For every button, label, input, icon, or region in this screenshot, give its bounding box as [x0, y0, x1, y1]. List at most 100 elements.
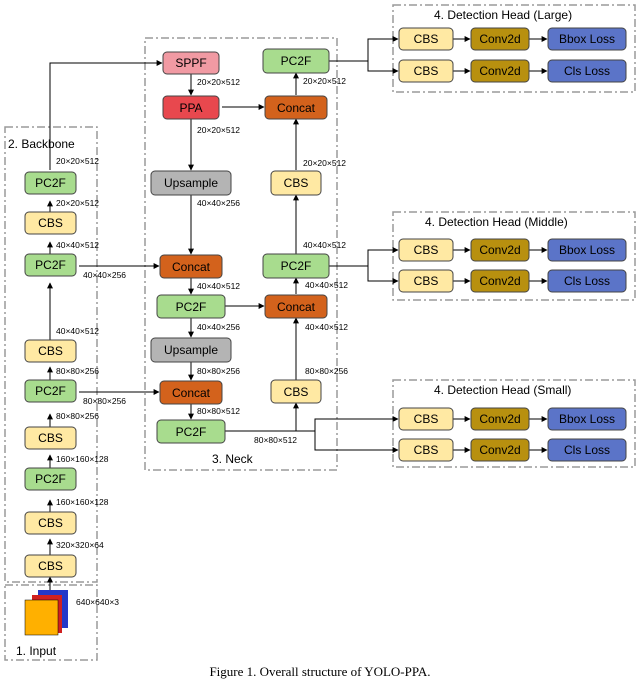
- backbone-cbs-4: CBS: [24, 339, 77, 363]
- head-large-conv-1: Conv2d: [470, 27, 530, 51]
- dim-up1-out: 40×40×256: [197, 198, 240, 208]
- dim-80b: 80×80×256: [56, 366, 99, 376]
- head-small-cls-loss: Cls Loss: [547, 438, 627, 462]
- head-large-cbs-1: CBS: [398, 27, 454, 51]
- svg-text:Conv2d: Conv2d: [479, 274, 520, 288]
- svg-text:CBS: CBS: [38, 216, 63, 230]
- dim-input: 640×640×3: [76, 597, 119, 607]
- head-small-cbs-1: CBS: [398, 407, 454, 431]
- svg-text:Conv2d: Conv2d: [479, 412, 520, 426]
- dim-sppf-out: 20×20×512: [197, 77, 240, 87]
- head-small-bbox-loss: Bbox Loss: [547, 407, 627, 431]
- svg-text:Conv2d: Conv2d: [479, 32, 520, 46]
- head-middle-conv-2: Conv2d: [470, 269, 530, 293]
- svg-text:Bbox Loss: Bbox Loss: [559, 412, 615, 426]
- backbone-pc2f-1: PC2F: [24, 467, 77, 491]
- dim-80-concat: 80×80×256: [83, 396, 126, 406]
- svg-text:PPA: PPA: [179, 101, 202, 115]
- svg-text:Cls Loss: Cls Loss: [564, 274, 610, 288]
- head-large-title: 4. Detection Head (Large): [434, 8, 572, 22]
- neck-pc2f-1: PC2F: [156, 294, 226, 319]
- head-middle-bbox-loss: Bbox Loss: [547, 238, 627, 262]
- dim-20a: 20×20×512: [56, 198, 99, 208]
- connectors: [47, 36, 548, 590]
- neck-pc2f-2: PC2F: [156, 419, 226, 444]
- head-large-bbox-loss: Bbox Loss: [547, 27, 627, 51]
- neck-concat-2: Concat: [159, 380, 223, 405]
- head-large-frame: [392, 4, 636, 93]
- svg-text:PC2F: PC2F: [281, 259, 312, 273]
- dim-cbs-a-out: 20×20×512: [303, 158, 346, 168]
- svg-text:CBS: CBS: [284, 176, 309, 190]
- svg-text:Upsample: Upsample: [164, 343, 218, 357]
- neck-pc2f-top: PC2F: [262, 48, 330, 74]
- svg-text:PC2F: PC2F: [35, 258, 66, 272]
- dim-up2-out: 80×80×256: [197, 366, 240, 376]
- svg-text:Concat: Concat: [172, 260, 211, 274]
- dim-pc2-out: 80×80×512: [254, 435, 297, 445]
- head-middle-frame: [392, 211, 636, 301]
- dim-pc3-in: 20×20×512: [303, 76, 346, 86]
- svg-text:PC2F: PC2F: [281, 54, 312, 68]
- svg-text:Bbox Loss: Bbox Loss: [559, 32, 615, 46]
- svg-text:PC2F: PC2F: [176, 425, 207, 439]
- svg-text:CBS: CBS: [414, 64, 439, 78]
- head-middle-conv-1: Conv2d: [470, 238, 530, 262]
- dim-160b: 160×160×128: [56, 454, 109, 464]
- backbone-pc2f-3: PC2F: [24, 253, 77, 277]
- dim-pc4-out: 40×40×512: [303, 240, 346, 250]
- dim-320: 320×320×64: [56, 540, 104, 550]
- neck-upsample-1: Upsample: [150, 170, 232, 196]
- dim-cat4-out: 40×40×512: [305, 322, 348, 332]
- svg-text:PC2F: PC2F: [35, 384, 66, 398]
- dim-40a: 40×40×512: [56, 326, 99, 336]
- head-small-cbs-2: CBS: [398, 438, 454, 462]
- head-middle-cbs-1: CBS: [398, 238, 454, 262]
- input-title: 1. Input: [16, 644, 57, 658]
- dim-pc1-out: 40×40×256: [197, 322, 240, 332]
- neck-cbs-a: CBS: [270, 170, 322, 196]
- dim-40c: 40×40×512: [56, 240, 99, 250]
- head-small-conv-1: Conv2d: [470, 407, 530, 431]
- svg-text:CBS: CBS: [414, 412, 439, 426]
- svg-text:Bbox Loss: Bbox Loss: [559, 243, 615, 257]
- svg-text:PC2F: PC2F: [35, 472, 66, 486]
- head-large-conv-2: Conv2d: [470, 59, 530, 83]
- dim-160a: 160×160×128: [56, 497, 109, 507]
- backbone-cbs-2: CBS: [24, 511, 77, 535]
- svg-text:PC2F: PC2F: [176, 300, 207, 314]
- backbone-pc2f-4: PC2F: [24, 171, 77, 195]
- dim-cat2-out: 80×80×512: [197, 406, 240, 416]
- svg-text:CBS: CBS: [414, 32, 439, 46]
- head-middle-cls-loss: Cls Loss: [547, 269, 627, 293]
- neck-concat-1: Concat: [159, 254, 223, 279]
- backbone-cbs-1: CBS: [24, 554, 77, 578]
- dim-cbs-b-in: 80×80×256: [305, 366, 348, 376]
- svg-text:CBS: CBS: [38, 559, 63, 573]
- svg-text:Concat: Concat: [277, 101, 316, 115]
- svg-text:CBS: CBS: [414, 243, 439, 257]
- svg-text:Conv2d: Conv2d: [479, 443, 520, 457]
- svg-text:CBS: CBS: [414, 274, 439, 288]
- backbone-cbs-5: CBS: [24, 211, 77, 235]
- head-small-conv-2: Conv2d: [470, 438, 530, 462]
- dim-20b: 20×20×512: [56, 156, 99, 166]
- dim-80a: 80×80×256: [56, 411, 99, 421]
- svg-text:CBS: CBS: [38, 431, 63, 445]
- neck-concat-4: Concat: [264, 294, 328, 319]
- dim-40b: 40×40×256: [83, 270, 126, 280]
- neck-concat-3: Concat: [264, 95, 328, 120]
- head-small-frame: [392, 379, 636, 468]
- head-middle-cbs-2: CBS: [398, 269, 454, 293]
- svg-text:Cls Loss: Cls Loss: [564, 64, 610, 78]
- svg-text:Upsample: Upsample: [164, 176, 218, 190]
- svg-text:SPPF: SPPF: [175, 56, 206, 70]
- input-frame: [4, 584, 98, 661]
- backbone-title: 2. Backbone: [8, 137, 75, 151]
- svg-text:Conv2d: Conv2d: [479, 243, 520, 257]
- head-small-title: 4. Detection Head (Small): [434, 383, 571, 397]
- head-large-cls-loss: Cls Loss: [547, 59, 627, 83]
- svg-text:PC2F: PC2F: [35, 176, 66, 190]
- dim-cat1-out: 40×40×512: [197, 281, 240, 291]
- neck-sppf: SPPF: [162, 51, 220, 75]
